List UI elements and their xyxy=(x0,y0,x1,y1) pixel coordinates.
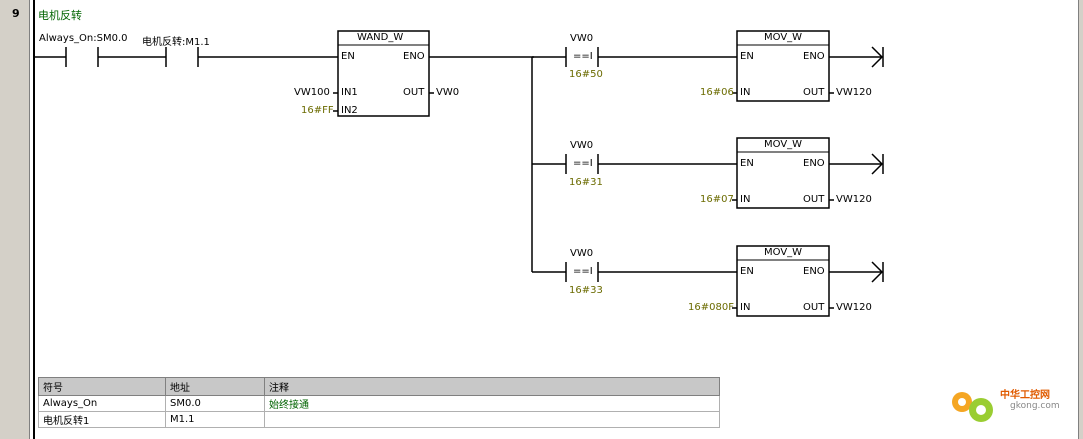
compare-1-operand[interactable]: VW0 xyxy=(570,33,594,44)
power-rail xyxy=(33,0,35,439)
contact-2-label[interactable]: 电机反转:M1.1 xyxy=(142,37,210,48)
network-number: 9 xyxy=(12,7,20,20)
wand-eno: ENO xyxy=(403,51,425,62)
mov-1-in: IN xyxy=(740,87,751,98)
wand-en: EN xyxy=(341,51,355,62)
compare-1-value[interactable]: 16#50 xyxy=(569,69,603,80)
mov-box-2 xyxy=(736,137,830,209)
mov-3-eno: ENO xyxy=(803,266,825,277)
mov-2-in-operand[interactable]: 16#07 xyxy=(700,194,734,205)
wand-box xyxy=(337,30,430,117)
mov-2-out-operand[interactable]: VW120 xyxy=(836,194,872,205)
mov-2-eno: ENO xyxy=(803,158,825,169)
mov-1-out: OUT xyxy=(803,87,825,98)
mov-3-en: EN xyxy=(740,266,754,277)
table-row[interactable]: Always_On SM0.0 始终接通 xyxy=(38,395,720,412)
header-address[interactable]: 地址 xyxy=(165,377,265,396)
header-comment[interactable]: 注释 xyxy=(264,377,720,396)
mov-1-name: MOV_W xyxy=(764,32,803,43)
mov-3-name: MOV_W xyxy=(764,247,803,258)
symbol-table-header: 符号 地址 注释 xyxy=(38,377,720,396)
contact-1-label[interactable]: Always_On:SM0.0 xyxy=(39,33,128,44)
gear-logo-icon xyxy=(952,392,993,422)
mov-2-out: OUT xyxy=(803,194,825,205)
compare-2-value[interactable]: 16#31 xyxy=(569,177,603,188)
mov-3-out-operand[interactable]: VW120 xyxy=(836,302,872,313)
compare-2-operand[interactable]: VW0 xyxy=(570,140,594,151)
mov-2-name: MOV_W xyxy=(764,139,803,150)
mov-box-1 xyxy=(736,30,830,102)
mov-2-in: IN xyxy=(740,194,751,205)
wand-in2-operand[interactable]: 16#FF xyxy=(301,105,334,116)
symbol-cell[interactable]: 电机反转1 xyxy=(38,411,166,428)
symbol-cell[interactable]: Always_On xyxy=(38,395,166,412)
table-row[interactable]: 电机反转1 M1.1 xyxy=(38,411,720,428)
mov-1-eno: ENO xyxy=(803,51,825,62)
mov-1-in-operand[interactable]: 16#06 xyxy=(700,87,734,98)
mov-2-en: EN xyxy=(740,158,754,169)
wand-name: WAND_W xyxy=(357,32,404,43)
compare-3-value[interactable]: 16#33 xyxy=(569,285,603,296)
watermark-url: gkong.com xyxy=(1010,401,1060,411)
mov-3-out: OUT xyxy=(803,302,825,313)
mov-1-en: EN xyxy=(740,51,754,62)
watermark-title: 中华工控网 xyxy=(1000,390,1050,401)
network-title[interactable]: 电机反转 xyxy=(38,9,82,22)
mov-3-in-operand[interactable]: 16#080F xyxy=(688,302,734,313)
mov-3-in: IN xyxy=(740,302,751,313)
symbol-table: 符号 地址 注释 Always_On SM0.0 始终接通 电机反转1 M1.1 xyxy=(38,377,720,428)
compare-2-op: ==I xyxy=(573,158,593,169)
wand-out-operand[interactable]: VW0 xyxy=(436,87,460,98)
mov-1-out-operand[interactable]: VW120 xyxy=(836,87,872,98)
wand-out: OUT xyxy=(403,87,425,98)
wand-in2: IN2 xyxy=(341,105,358,116)
address-cell[interactable]: SM0.0 xyxy=(165,395,265,412)
header-symbol[interactable]: 符号 xyxy=(38,377,166,396)
mov-box-3 xyxy=(736,245,830,317)
comment-cell[interactable]: 始终接通 xyxy=(264,395,720,412)
compare-3-operand[interactable]: VW0 xyxy=(570,248,594,259)
wand-in1: IN1 xyxy=(341,87,358,98)
comment-cell[interactable] xyxy=(264,411,720,428)
vertical-scrollbar[interactable] xyxy=(1078,0,1083,439)
compare-1-op: ==I xyxy=(573,51,593,62)
network-gutter xyxy=(0,0,30,439)
compare-3-op: ==I xyxy=(573,266,593,277)
wand-in1-operand[interactable]: VW100 xyxy=(294,87,330,98)
address-cell[interactable]: M1.1 xyxy=(165,411,265,428)
